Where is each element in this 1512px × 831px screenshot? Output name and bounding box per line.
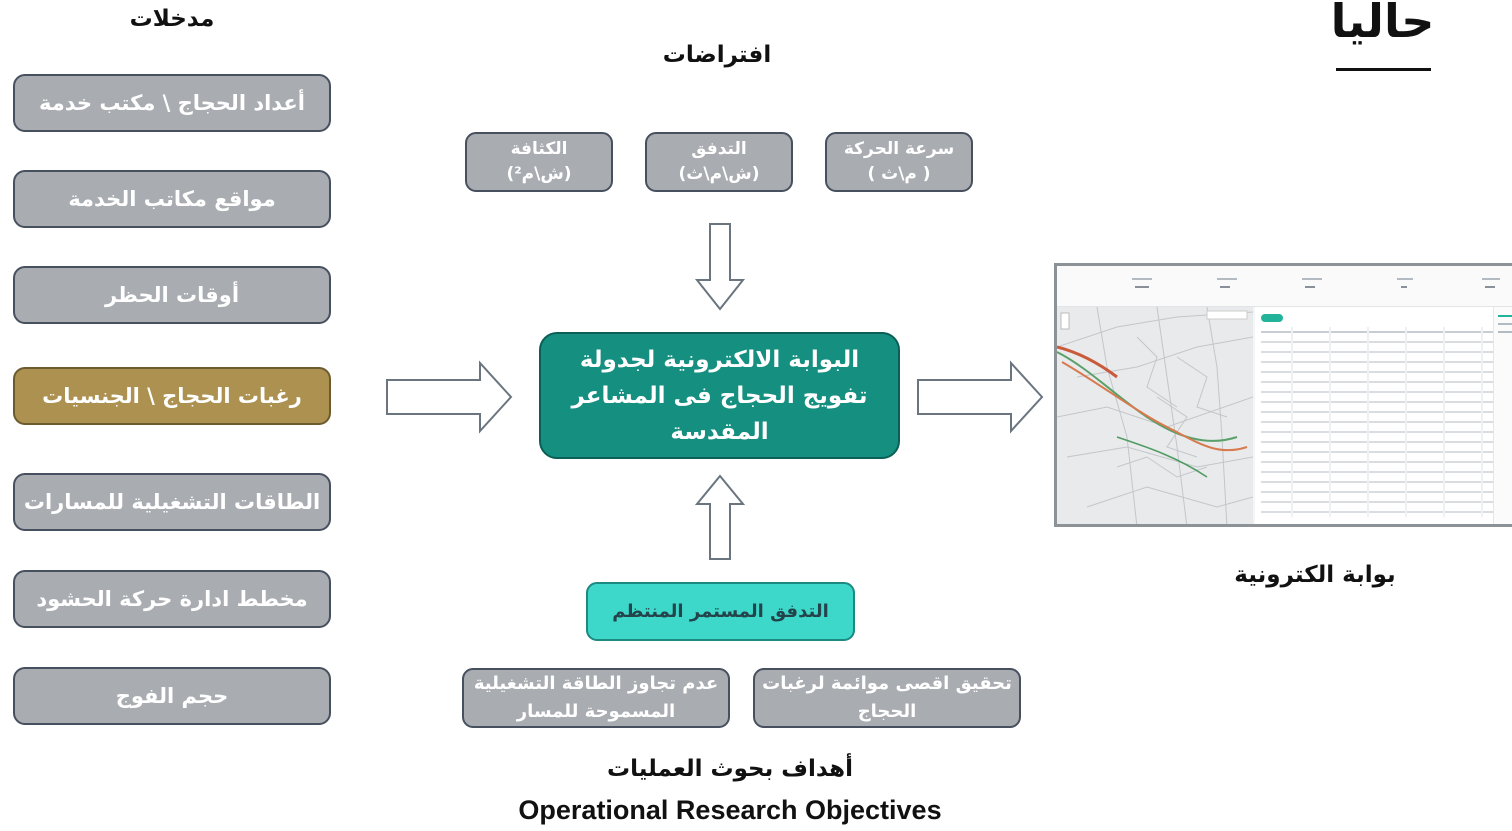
- assumption-flow: التدفق (ش\م\ث): [645, 132, 793, 192]
- input-pilgrims-per-office: أعداد الحجاج \ مكتب خدمة: [13, 74, 331, 132]
- portal-screenshot: [1054, 263, 1512, 527]
- objective-1-line-1: تحقيق اقصى موائمة لرغبات: [762, 673, 1012, 694]
- input-group-size: حجم الفوج: [13, 667, 331, 725]
- center-line-1: البوابة الالكترونية لجدولة: [579, 346, 860, 373]
- e-portal-scheduling-box: البوابة الالكترونية لجدولة تفويج الحجاج …: [539, 332, 900, 459]
- filter-chip: [1261, 314, 1283, 322]
- current-status-title: حاليا: [1330, 0, 1435, 48]
- objective-maximize-preferences: تحقيق اقصى موائمة لرغبات الحجاج: [753, 668, 1021, 728]
- objective-capacity-limit: عدم تجاوز الطاقة التشغيلية المسموحة للمس…: [462, 668, 730, 728]
- stats-bar: [1057, 266, 1512, 307]
- objectives-title-ar: أهداف بحوث العمليات: [607, 756, 853, 782]
- portal-label: بوابة الكترونية: [1234, 562, 1396, 588]
- objective-1-line-2: الحجاج: [857, 701, 917, 722]
- arrow-down-icon: [694, 223, 746, 311]
- route-map: [1057, 307, 1253, 524]
- table-column-grid: [1255, 327, 1512, 517]
- assumption-speed-unit: ( م\ث ): [867, 164, 931, 184]
- inputs-title: مدخلات: [129, 6, 215, 32]
- objectives-title-en: Operational Research Objectives: [518, 795, 942, 825]
- input-route-capacities: الطاقات التشغيلية للمسارات: [13, 473, 331, 531]
- title-underline: [1336, 68, 1431, 71]
- input-office-locations: مواقع مكاتب الخدمة: [13, 170, 331, 228]
- objective-2-line-2: المسموحة للمسار: [516, 701, 676, 722]
- assumption-speed: سرعة الحركة ( م\ث ): [825, 132, 973, 192]
- assumption-speed-label: سرعة الحركة: [843, 139, 955, 159]
- input-pilgrim-preferences: رغبات الحجاج \ الجنسيات: [13, 367, 331, 425]
- assumption-flow-label: التدفق: [691, 139, 747, 159]
- assumption-density-unit: (ش\م²): [506, 164, 572, 184]
- center-line-3: المقدسة: [670, 418, 769, 445]
- center-line-2: تفويج الحجاج فى المشاعر: [571, 382, 868, 409]
- assumption-density: الكثافة (ش\م²): [465, 132, 613, 192]
- input-ban-times: أوقات الحظر: [13, 266, 331, 324]
- schedule-table: [1255, 307, 1512, 524]
- arrow-right-output-icon: [917, 360, 1044, 434]
- arrow-right-inputs-icon: [386, 360, 513, 434]
- continuous-flow-box: التدفق المستمر المنتظم: [586, 582, 855, 641]
- assumptions-title: افتراضات: [662, 42, 772, 68]
- arrow-up-icon: [694, 474, 746, 560]
- objective-2-line-1: عدم تجاوز الطاقة التشغيلية: [473, 673, 719, 694]
- input-crowd-management-plan: مخطط ادارة حركة الحشود: [13, 570, 331, 628]
- assumption-flow-unit: (ش\م\ث): [678, 164, 760, 184]
- screenshot-sidebar: [1493, 307, 1512, 524]
- assumption-density-label: الكثافة: [510, 139, 568, 159]
